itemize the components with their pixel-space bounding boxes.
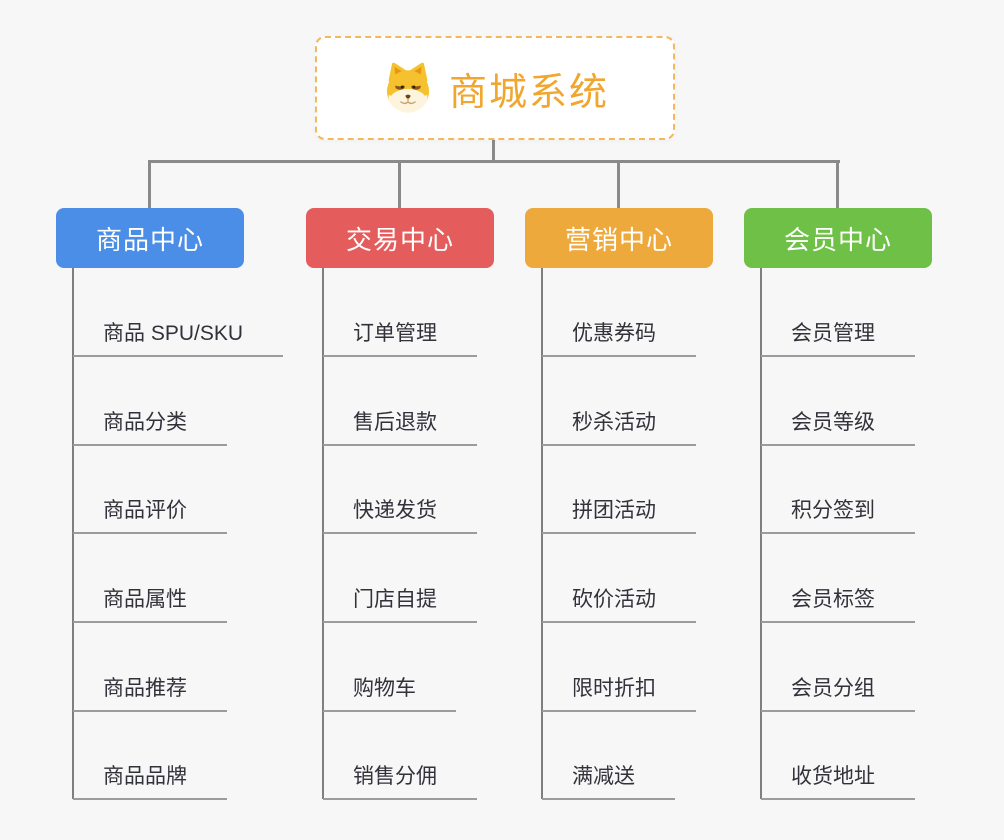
branch-node-3[interactable]: 会员中心 — [744, 208, 932, 268]
root-title: 商城系统 — [448, 71, 609, 114]
branch-node-1[interactable]: 交易中心 — [306, 208, 494, 268]
leaf-node[interactable]: 购物车 — [323, 662, 456, 712]
leaf-node[interactable]: 商品 SPU/SKU — [73, 307, 284, 357]
connector-drop — [148, 160, 151, 208]
leaf-node[interactable]: 会员标签 — [761, 573, 915, 623]
branch-label: 交易中心 — [345, 224, 454, 255]
leaf-node[interactable]: 优惠券码 — [542, 307, 696, 357]
leaf-node[interactable]: 会员等级 — [761, 396, 915, 446]
connector-drop — [836, 160, 839, 208]
connector-drop — [398, 160, 401, 208]
leaf-node[interactable]: 会员管理 — [761, 307, 915, 357]
branch-node-2[interactable]: 营销中心 — [525, 208, 713, 268]
leaf-node[interactable]: 商品评价 — [73, 484, 227, 534]
leaf-node[interactable]: 收货地址 — [761, 750, 915, 800]
connector-drop — [617, 160, 620, 208]
leaf-node[interactable]: 商品分类 — [73, 396, 227, 446]
leaf-node[interactable]: 限时折扣 — [542, 662, 696, 712]
branch-label: 商品中心 — [95, 224, 204, 255]
leaf-node[interactable]: 会员分组 — [761, 662, 915, 712]
branch-node-0[interactable]: 商品中心 — [56, 208, 244, 268]
leaf-node[interactable]: 砍价活动 — [542, 573, 696, 623]
root-node[interactable]: 商城系统 — [315, 36, 675, 140]
leaf-node[interactable]: 拼团活动 — [542, 484, 696, 534]
leaf-node[interactable]: 积分签到 — [761, 484, 915, 534]
leaf-node[interactable]: 商品品牌 — [73, 750, 227, 800]
doge-icon — [381, 61, 435, 115]
branch-label: 会员中心 — [783, 224, 892, 255]
leaf-node[interactable]: 秒杀活动 — [542, 396, 696, 446]
leaf-node[interactable]: 售后退款 — [323, 396, 477, 446]
leaf-node[interactable]: 销售分佣 — [323, 750, 477, 800]
leaf-node[interactable]: 商品推荐 — [73, 662, 227, 712]
leaf-node[interactable]: 满减送 — [542, 750, 675, 800]
leaf-node[interactable]: 门店自提 — [323, 573, 477, 623]
leaf-node[interactable]: 订单管理 — [323, 307, 477, 357]
connector-branch-bar — [148, 160, 840, 163]
branch-label: 营销中心 — [564, 224, 673, 255]
leaf-node[interactable]: 快递发货 — [323, 484, 477, 534]
leaf-node[interactable]: 商品属性 — [73, 573, 227, 623]
connector-root-stem — [492, 140, 495, 162]
